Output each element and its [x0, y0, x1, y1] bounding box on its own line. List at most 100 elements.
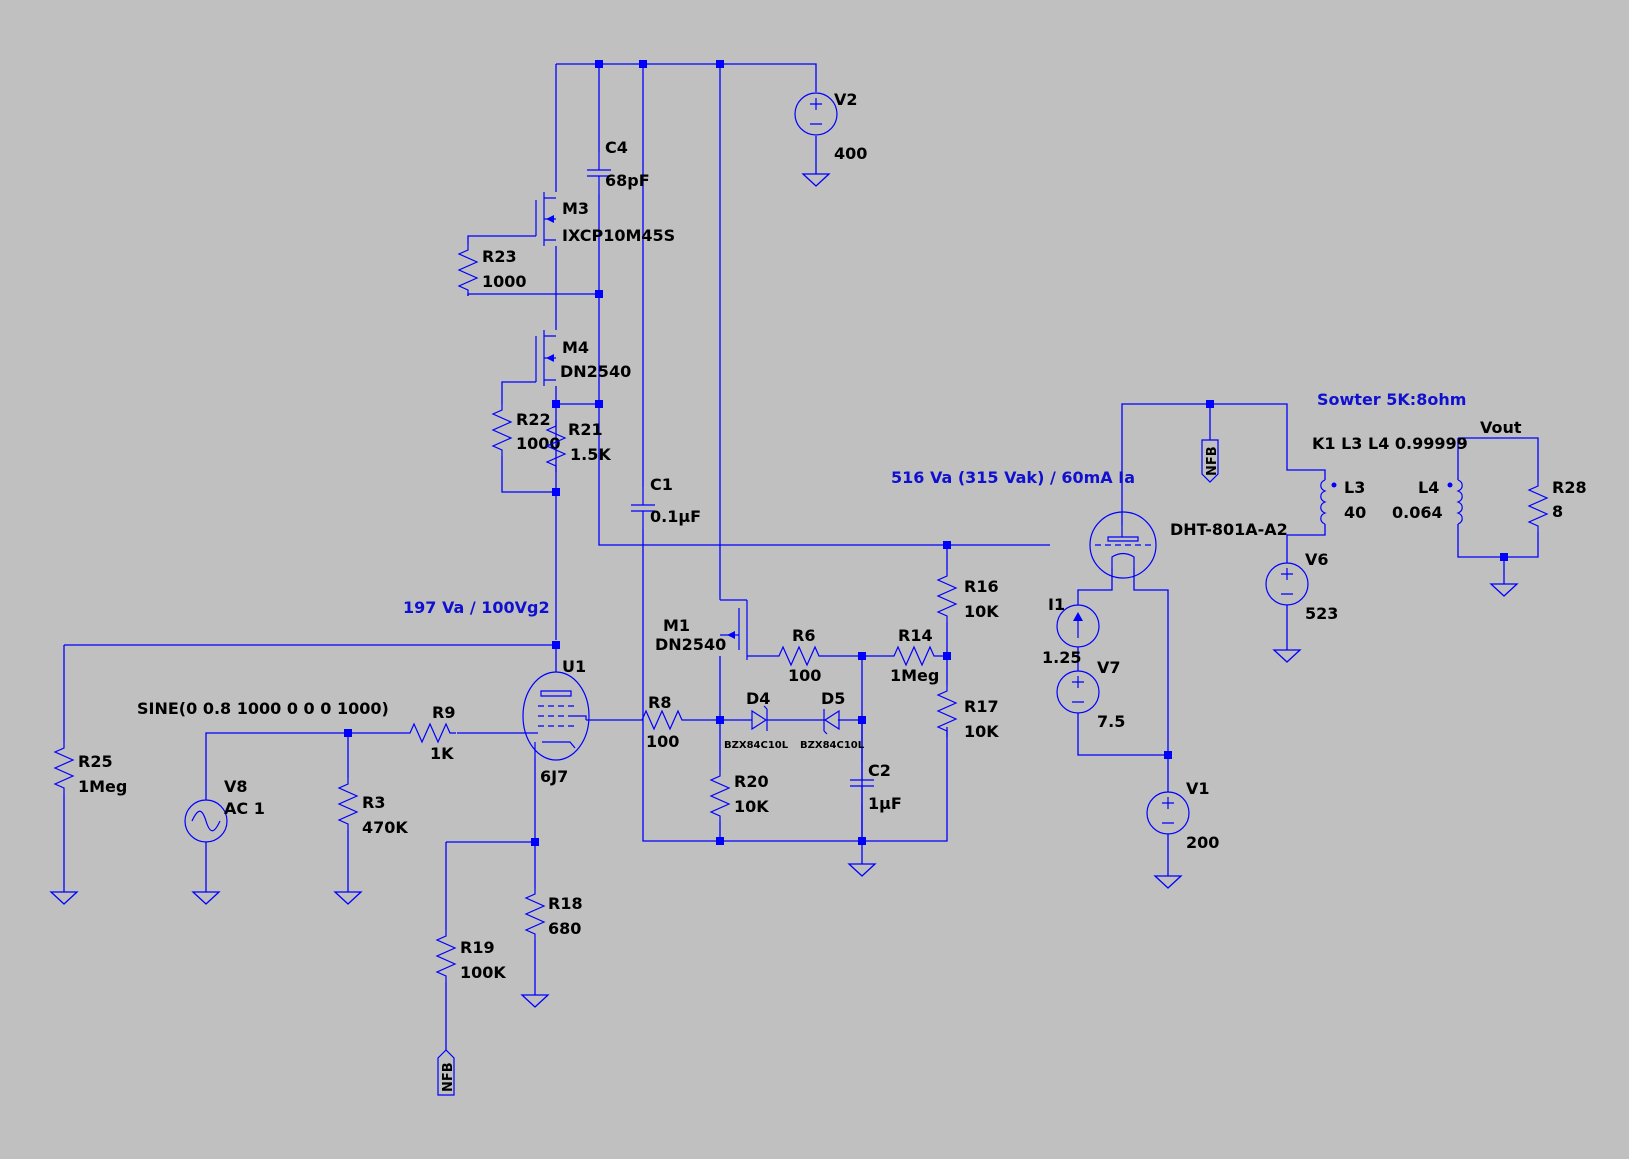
- nfb-label-top: NFB: [1205, 446, 1220, 476]
- m3-mosfet[interactable]: M3 IXCP10M45S: [535, 192, 675, 246]
- d4-zener-diode[interactable]: D4 BZX84C10L: [724, 689, 789, 751]
- r14-resistor[interactable]: R14 1Meg: [887, 626, 941, 685]
- r19-name: R19: [460, 938, 495, 957]
- c4-name: C4: [605, 138, 628, 157]
- r20-value: 10K: [734, 797, 769, 816]
- m4-mosfet[interactable]: M4 DN2540: [535, 330, 631, 386]
- v8-name: V8: [224, 777, 248, 796]
- r9-value: 1K: [430, 744, 454, 763]
- r18-value: 680: [548, 919, 581, 938]
- v1-voltage-source[interactable]: V1 200: [1146, 779, 1219, 852]
- output-operating-point-note: 516 Va (315 Vak) / 60mA Ia: [891, 468, 1135, 487]
- r28-resistor[interactable]: R28 8: [1528, 478, 1587, 533]
- transformer-note: Sowter 5K:8ohm: [1317, 390, 1466, 409]
- junctions: [344, 60, 1508, 846]
- r19-value: 100K: [460, 963, 506, 982]
- driver-operating-point-note: 197 Va / 100Vg2: [403, 598, 550, 617]
- r18-resistor[interactable]: R18 680: [525, 887, 583, 941]
- v6-voltage-source[interactable]: V6 523: [1265, 550, 1338, 623]
- dht-triode-tube[interactable]: DHT-801A-A2: [1089, 511, 1288, 579]
- l4-name: L4: [1418, 478, 1439, 497]
- ground-symbols: [50, 173, 1518, 1008]
- v6-value: 523: [1305, 604, 1338, 623]
- r17-resistor[interactable]: R17 10K: [937, 684, 999, 741]
- r6-name: R6: [792, 626, 815, 645]
- r21-resistor[interactable]: R21 1.5K: [546, 419, 611, 473]
- coupling-directive: K1 L3 L4 0.99999: [1312, 434, 1468, 453]
- l3-inductor[interactable]: L3 40: [1320, 478, 1366, 525]
- m1-value: DN2540: [655, 635, 726, 654]
- r6-resistor[interactable]: R6 100: [772, 626, 826, 685]
- d4-value: BZX84C10L: [724, 740, 789, 751]
- l3-name: L3: [1344, 478, 1365, 497]
- r16-value: 10K: [964, 602, 999, 621]
- i1-current-source[interactable]: I1 1.25: [1042, 595, 1100, 667]
- v8-value: AC 1: [224, 799, 265, 818]
- r9-name: R9: [432, 703, 455, 722]
- d5-name: D5: [821, 689, 845, 708]
- r23-value: 1000: [482, 272, 527, 291]
- r3-resistor[interactable]: R3 470K: [338, 777, 408, 837]
- r8-value: 100: [646, 732, 679, 751]
- d5-zener-diode[interactable]: D5 BZX84C10L: [800, 689, 865, 751]
- m3-value: IXCP10M45S: [562, 226, 675, 245]
- r23-name: R23: [482, 247, 517, 266]
- v7-name: V7: [1097, 658, 1121, 677]
- c4-capacitor[interactable]: C4 68pF: [586, 138, 650, 195]
- c2-value: 1µF: [868, 794, 902, 813]
- m1-mosfet[interactable]: M1 DN2540: [655, 598, 748, 660]
- v1-value: 200: [1186, 833, 1219, 852]
- c1-name: C1: [650, 475, 673, 494]
- r17-name: R17: [964, 697, 999, 716]
- v1-name: V1: [1186, 779, 1210, 798]
- r14-value: 1Meg: [890, 666, 939, 685]
- c2-capacitor[interactable]: C2 1µF: [849, 761, 902, 813]
- u1-value: 6J7: [540, 767, 568, 786]
- r17-value: 10K: [964, 722, 999, 741]
- r3-name: R3: [362, 793, 385, 812]
- c4-value: 68pF: [605, 171, 650, 190]
- m4-name: M4: [562, 338, 589, 357]
- r19-resistor[interactable]: R19 100K: [436, 929, 506, 983]
- nfb-net-flag-bottom: NFB: [437, 1049, 456, 1096]
- nfb-label-bottom: NFB: [441, 1062, 456, 1092]
- v8-sine-source[interactable]: SINE(0 0.8 1000 0 0 0 1000) V8 AC 1: [137, 699, 389, 843]
- u1-pentode-tube[interactable]: U1 6J7: [522, 657, 590, 786]
- i1-value: 1.25: [1042, 648, 1081, 667]
- r25-name: R25: [78, 752, 113, 771]
- r9-resistor[interactable]: R9 1K: [403, 703, 457, 763]
- v2-voltage-source[interactable]: V2 400: [794, 90, 867, 163]
- d4-name: D4: [746, 689, 770, 708]
- u1-name: U1: [562, 657, 586, 676]
- vout-net-label: Vout: [1480, 418, 1522, 437]
- r20-resistor[interactable]: R20 10K: [710, 769, 769, 823]
- r18-name: R18: [548, 894, 583, 913]
- m1-name: M1: [663, 616, 690, 635]
- r22-resistor[interactable]: R22 1000: [492, 403, 561, 457]
- m4-value: DN2540: [560, 362, 631, 381]
- v7-voltage-source[interactable]: V7 7.5: [1056, 658, 1125, 731]
- r6-value: 100: [788, 666, 821, 685]
- v2-name: V2: [834, 90, 858, 109]
- r8-resistor[interactable]: R8 100: [635, 693, 689, 751]
- v8-spec: SINE(0 0.8 1000 0 0 0 1000): [137, 699, 389, 718]
- r16-name: R16: [964, 577, 999, 596]
- v7-value: 7.5: [1097, 712, 1125, 731]
- r3-value: 470K: [362, 818, 408, 837]
- l4-inductor[interactable]: L4 0.064: [1392, 478, 1463, 525]
- r20-name: R20: [734, 772, 769, 791]
- r25-resistor[interactable]: R25 1Meg: [54, 741, 127, 796]
- nfb-net-flag-top: NFB: [1201, 439, 1220, 483]
- c1-capacitor[interactable]: C1 0.1µF: [630, 475, 701, 530]
- r23-resistor[interactable]: R23 1000: [458, 243, 527, 297]
- r28-value: 8: [1552, 502, 1563, 521]
- v2-value: 400: [834, 144, 867, 163]
- v6-name: V6: [1305, 550, 1329, 569]
- r22-name: R22: [516, 410, 551, 429]
- r21-value: 1.5K: [570, 445, 611, 464]
- c2-name: C2: [868, 761, 891, 780]
- r16-resistor[interactable]: R16 10K: [937, 569, 999, 623]
- dht-value: DHT-801A-A2: [1170, 520, 1288, 539]
- r25-value: 1Meg: [78, 777, 127, 796]
